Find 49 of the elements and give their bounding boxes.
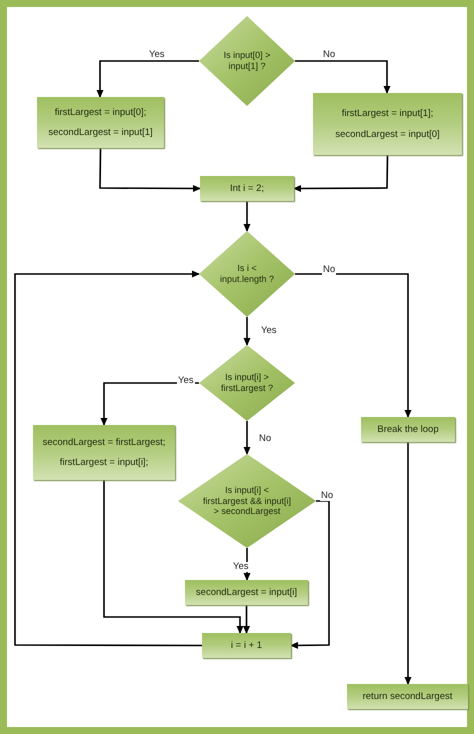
process-box [347, 684, 468, 709]
connector-arrow [244, 201, 250, 232]
decision-diamond [199, 231, 295, 317]
process-box [361, 417, 455, 442]
connector-arrow [96, 60, 199, 98]
process-box [200, 176, 294, 201]
edge-label: No [322, 265, 336, 274]
process-box [33, 425, 175, 480]
node-text: secondLargest = input[i] [196, 586, 298, 598]
edge-label: Yes [177, 376, 194, 386]
node-text: secondLargest = firstLargest; [42, 436, 166, 448]
node-text: Is input[0] > input[1] ? [222, 50, 272, 72]
node-text: secondLargest = input[1] [48, 127, 153, 138]
edge-label: No [320, 491, 334, 500]
connector-arrow [404, 442, 412, 685]
connector-arrow [103, 480, 244, 634]
node-text: firstLargest = input[i]; [60, 457, 148, 468]
node-text: Break the loop [377, 424, 439, 436]
edge-label: Yes [148, 50, 166, 60]
decision-diamond [178, 454, 316, 548]
node-text: Is input[i] > firstLargest ? [220, 372, 274, 394]
connector-arrow [244, 421, 250, 455]
edge-label: Yes [260, 326, 278, 336]
node-text: firstLargest = input[1]; [342, 108, 434, 120]
connector-arrow [14, 270, 202, 646]
node-text: Is i < input.length ? [219, 263, 275, 285]
node-text: firstLargest = input[0]; [54, 106, 146, 118]
connector-arrow [295, 273, 412, 418]
connector-arrow [100, 382, 199, 426]
node-text: secondLargest = input[0] [335, 128, 440, 140]
process-box [37, 97, 164, 148]
edge-label: No [258, 434, 272, 444]
connector-arrow [243, 605, 250, 634]
node-text: return secondLargest [362, 690, 452, 702]
connector-arrow [295, 60, 390, 94]
connector-arrow [99, 148, 201, 192]
node-text: Int i = 2; [230, 182, 264, 194]
node-text: i = i + 1 [230, 640, 262, 652]
process-box [185, 580, 308, 605]
node-text: Is input[i] < firstLargest && input[i] > secondLargest [202, 484, 292, 518]
process-box [202, 633, 291, 658]
decision-diamond [199, 16, 295, 106]
connector-arrow [290, 500, 330, 649]
decision-diamond [199, 345, 295, 421]
connector-arrow [293, 154, 388, 192]
edge-label: No [322, 50, 336, 60]
process-box [313, 93, 462, 155]
connector-arrow [244, 317, 250, 346]
edge-label: Yes [232, 562, 250, 572]
